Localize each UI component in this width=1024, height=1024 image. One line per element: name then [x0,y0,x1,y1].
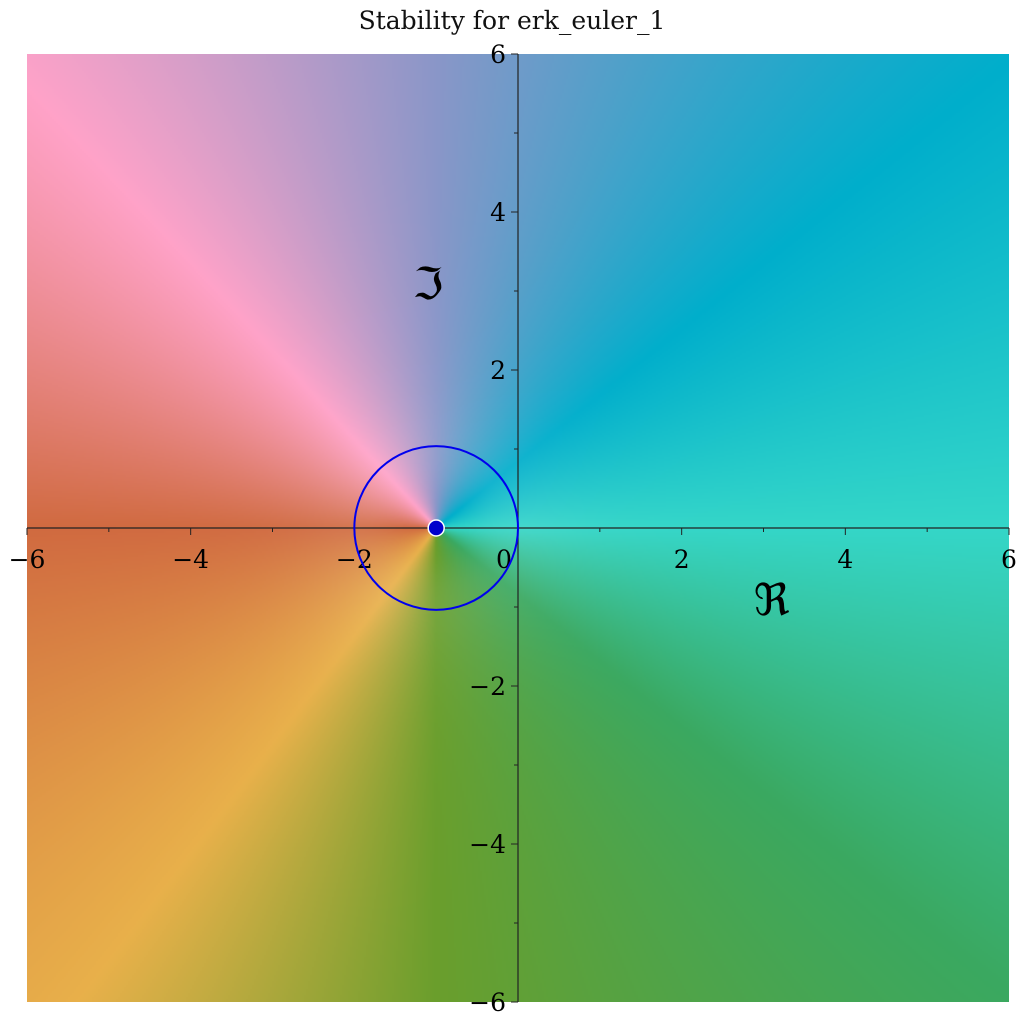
tick-labels: −6 −4 −2 0 2 4 6 −6 −4 −2 2 4 6 [9,40,1017,1017]
x-tick-label: 0 [496,545,512,574]
zero-point-marker [427,519,445,537]
y-tick-label: 6 [490,40,506,69]
x-tick-label: 6 [1001,545,1017,574]
y-tick-label: 2 [490,356,506,385]
chart-title: Stability for erk_euler_1 [358,6,666,35]
x-tick-label: −6 [9,545,46,574]
stability-circle [353,445,519,611]
y-axis-label: ℑ [413,259,444,310]
y-tick-label: −2 [469,672,506,701]
y-tick-label: 4 [490,198,506,227]
y-tick-label: −4 [469,830,506,859]
x-tick-label: 2 [674,545,690,574]
x-tick-label: 4 [837,545,853,574]
x-tick-label: −2 [336,545,373,574]
x-axis-label: ℜ [754,575,790,626]
y-tick-label: −6 [469,988,506,1017]
x-tick-label: −4 [172,545,209,574]
